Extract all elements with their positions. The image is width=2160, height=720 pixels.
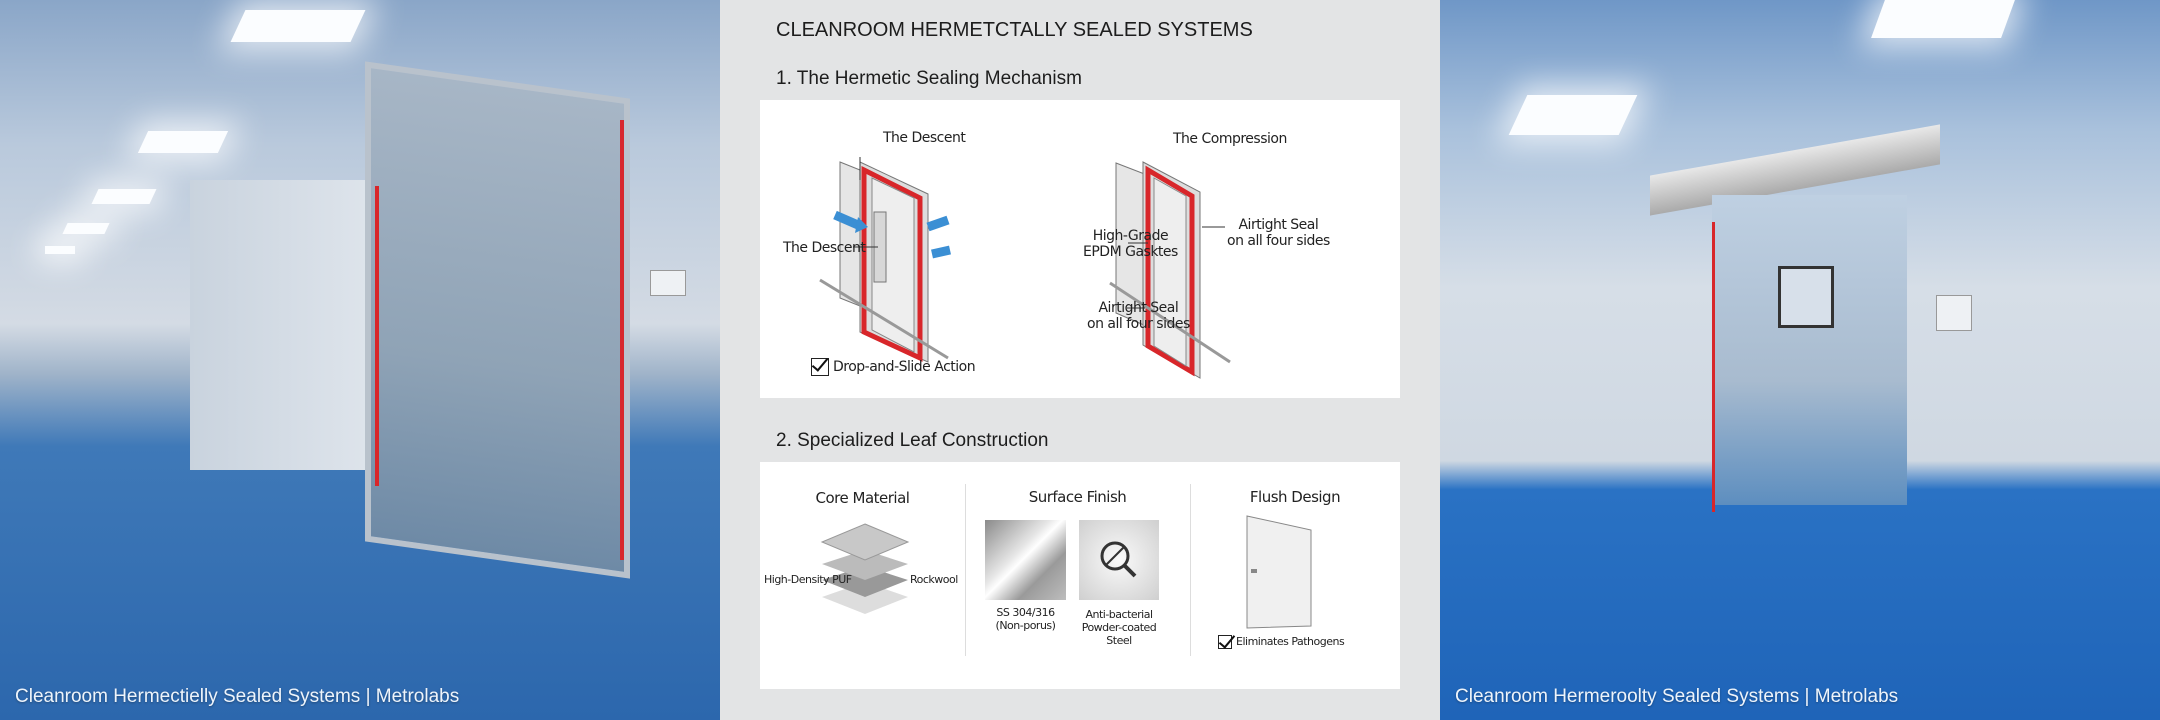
sealing-mechanism-box: The Descent The Descent Drop-and-Slide A…	[760, 100, 1400, 398]
infographic-title: CLEANROOM HERMETCTALLY SEALED SYSTEMS	[776, 19, 1253, 41]
infographic-panel: CLEANROOM HERMETCTALLY SEALED SYSTEMS 1.…	[720, 0, 1440, 720]
ss-caption-line1: SS 304/316	[996, 606, 1055, 619]
sliding-glass-door	[1712, 195, 1907, 505]
anti-bacterial-caption: Anti-bacterial Powder-coated Steel	[1074, 608, 1164, 647]
ab-caption-line3: Steel	[1106, 634, 1132, 647]
surface-finish-title: Surface Finish	[1028, 488, 1127, 506]
corridor-wall	[190, 180, 380, 470]
right-cleanroom-photo: Cleanroom Hermeroolty Sealed Systems | M…	[1440, 0, 2160, 720]
seal-right-label: Airtight Seal on all four sides	[1227, 217, 1330, 249]
rockwool-label: Rockwool	[910, 573, 958, 586]
wall-panel-display	[1936, 295, 1972, 331]
seal-bottom-line1: Airtight Seal	[1098, 300, 1179, 316]
wall-panel-display	[650, 270, 686, 296]
section2-heading: 2. Specialized Leaf Construction	[776, 430, 1049, 451]
checkbox-icon	[1218, 635, 1232, 649]
ceiling-light	[45, 246, 75, 254]
seal-strip	[375, 186, 379, 486]
gasket-label-line1: High-Grade	[1092, 228, 1169, 244]
ceiling-light	[230, 10, 366, 42]
left-caption: Cleanroom Hermectielly Sealed Systems | …	[15, 686, 460, 707]
seal-bottom-label: Airtight Seal on all four sides	[1087, 300, 1190, 332]
descent-top-label: The Descent	[883, 130, 966, 146]
flush-door-panel	[1246, 515, 1312, 629]
ceiling-light	[62, 223, 110, 234]
divider	[965, 484, 966, 656]
check-label: Drop-and-Slide Action	[833, 359, 976, 375]
divider	[1190, 484, 1191, 656]
drop-and-slide-check: Drop-and-Slide Action	[811, 358, 976, 376]
seal-strip	[620, 120, 624, 560]
powder-coated-swatch	[1079, 520, 1159, 600]
ab-caption-line1: Anti-bacterial	[1085, 608, 1153, 621]
seal-strip	[1712, 222, 1715, 512]
layer-stack-icon	[820, 523, 910, 614]
compression-label: The Compression	[1173, 131, 1287, 147]
descent-door-diagram	[819, 157, 951, 363]
window-panel	[1778, 266, 1834, 328]
descent-side-label: The Descent	[783, 240, 866, 256]
stainless-steel-swatch	[985, 520, 1066, 600]
door-diagrams	[819, 157, 1231, 379]
gasket-label: High-Grade EPDM Gasktes	[1083, 228, 1178, 260]
check-label: Eliminates Pathogens	[1236, 635, 1345, 648]
puf-label: High-Density PUF	[764, 573, 852, 586]
core-material-title: Core Material	[815, 489, 910, 507]
ab-caption-line2: Powder-coated	[1081, 621, 1157, 634]
seal-right-line1: Airtight Seal	[1238, 217, 1319, 233]
ceiling-light	[91, 189, 157, 204]
ceiling-light	[1508, 95, 1638, 135]
eliminates-pathogens-check: Eliminates Pathogens	[1218, 634, 1345, 650]
ceiling-light	[1871, 0, 2015, 38]
ss-caption-line2: (Non-porus)	[995, 619, 1056, 632]
compression-door-diagram	[1109, 161, 1231, 379]
checkbox-icon	[811, 358, 829, 376]
leaf-construction-box: Core Material High-Density PUF Rockwool …	[760, 462, 1400, 689]
sliding-door	[365, 61, 630, 579]
gasket-label-line2: EPDM Gasktes	[1083, 244, 1178, 260]
left-corridor-photo: Cleanroom Hermectielly Sealed Systems | …	[0, 0, 720, 720]
seal-right-line2: on all four sides	[1227, 233, 1330, 249]
right-caption: Cleanroom Hermeroolty Sealed Systems | M…	[1455, 686, 1899, 707]
ss-caption: SS 304/316 (Non-porus)	[985, 606, 1066, 632]
flush-design-title: Flush Design	[1249, 488, 1341, 506]
anti-bacterial-icon	[1100, 541, 1137, 578]
ceiling-light	[137, 131, 229, 153]
section1-heading: 1. The Hermetic Sealing Mechanism	[776, 68, 1082, 89]
seal-bottom-line2: on all four sides	[1087, 316, 1190, 332]
